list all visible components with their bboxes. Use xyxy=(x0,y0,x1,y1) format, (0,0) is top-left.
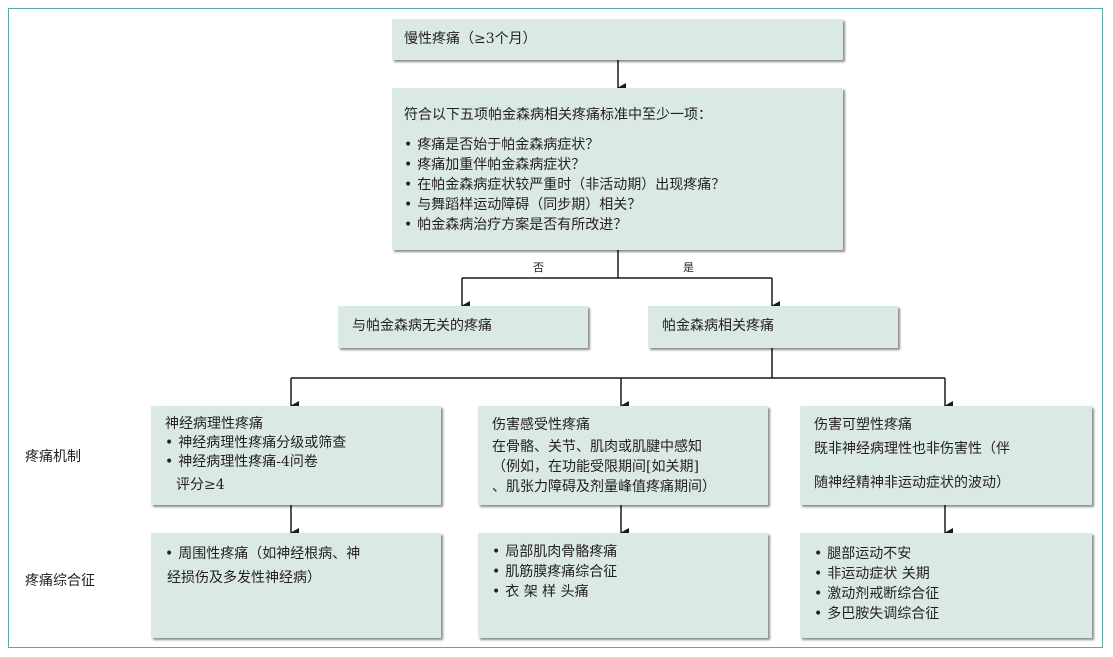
nociceptive-line: 、肌张力障碍及剂量峰值疼痛期间） xyxy=(492,479,716,495)
syndrome-line: 肌筋膜疼痛综合征 xyxy=(492,562,754,582)
nociplastic-line: 随神经精神非运动症状的波动） xyxy=(814,475,1010,491)
nociceptive-title: 伤害感受性疼痛 xyxy=(492,417,590,433)
neuropathic-line: 神经病理性疼痛-4问卷 xyxy=(165,453,427,472)
line-related-split xyxy=(291,348,945,379)
nociceptive-pain-box: 伤害感受性疼痛 在骨骼、关节、肌肉或肌腱中感知 （例如，在功能受限期间[如关期]… xyxy=(478,406,768,505)
criteria-item: 与舞蹈样运动障碍（同步期）相关？ xyxy=(404,195,831,215)
syndrome-line: 腿部运动不安 xyxy=(814,544,1078,564)
musculoskeletal-pain-box: 局部肌肉骨骼疼痛 肌筋膜疼痛综合征 衣 架 样 头痛 xyxy=(478,533,768,638)
syndrome-line: 经损伤及多发性神经病） xyxy=(167,570,321,586)
criteria-item: 疼痛是否始于帕金森病症状？ xyxy=(404,135,831,155)
neuropathic-line: 神经病理性疼痛分级或筛查 xyxy=(165,434,427,453)
pd-related-pain-title: 帕金森病相关疼痛 xyxy=(662,318,774,334)
chronic-pain-box: 慢性疼痛（≥3个月） xyxy=(392,19,843,60)
nociplastic-line: 既非神经病理性也非伤害性（伴 xyxy=(814,441,1010,457)
unrelated-pain-box: 与帕金森病无关的疼痛 xyxy=(338,306,588,348)
syndrome-line: 激动剂戒断综合征 xyxy=(814,584,1078,604)
neuropathic-pain-box: 神经病理性疼痛 神经病理性疼痛分级或筛查 神经病理性疼痛-4问卷 评分≥4 xyxy=(151,406,441,505)
criteria-item: 疼痛加重伴帕金森病症状？ xyxy=(404,155,831,175)
nonmotor-syndrome-box: 腿部运动不安 非运动症状 关期 激动剂戒断综合征 多巴胺失调综合征 xyxy=(800,533,1092,638)
criteria-box: 符合以下五项帕金森病相关疼痛标准中至少一项： 疼痛是否始于帕金森病症状？ 疼痛加… xyxy=(392,88,843,250)
nociceptive-line: 在骨骼、关节、肌肉或肌腱中感知 xyxy=(492,439,702,455)
pd-related-pain-box: 帕金森病相关疼痛 xyxy=(648,306,898,348)
chronic-pain-title: 慢性疼痛（≥3个月） xyxy=(404,31,537,47)
line-criteria-split xyxy=(462,250,772,279)
syndrome-line: 衣 架 样 头痛 xyxy=(492,582,754,602)
syndrome-line: 非运动症状 关期 xyxy=(814,564,1078,584)
nociceptive-line: （例如，在功能受限期间[如关期] xyxy=(492,459,699,475)
criteria-title: 符合以下五项帕金森病相关疼痛标准中至少一项： xyxy=(404,107,712,123)
edge-label-yes: 是 xyxy=(683,261,694,274)
peripheral-pain-box: 周围性疼痛（如神经根病、神 经损伤及多发性神经病） xyxy=(151,533,441,638)
syndrome-line: 局部肌肉骨骼疼痛 xyxy=(492,542,754,562)
nociplastic-title: 伤害可塑性疼痛 xyxy=(814,417,912,433)
syndrome-line: 多巴胺失调综合征 xyxy=(814,604,1078,624)
nociplastic-pain-box: 伤害可塑性疼痛 既非神经病理性也非伤害性（伴 随神经精神非运动症状的波动） xyxy=(800,406,1092,505)
row-label-syndrome: 疼痛综合征 xyxy=(25,573,95,589)
diagram-frame xyxy=(8,8,1103,648)
criteria-item: 在帕金森病症状较严重时（非活动期）出现疼痛？ xyxy=(404,175,831,195)
unrelated-pain-title: 与帕金森病无关的疼痛 xyxy=(352,318,492,334)
syndrome-line: 周围性疼痛（如神经根病、神 xyxy=(165,542,427,566)
row-label-mechanism: 疼痛机制 xyxy=(25,449,81,465)
criteria-item: 帕金森病治疗方案是否有所改进？ xyxy=(404,215,831,235)
neuropathic-title: 神经病理性疼痛 xyxy=(165,416,263,432)
edge-label-no: 否 xyxy=(533,261,544,274)
neuropathic-line: 评分≥4 xyxy=(176,477,225,493)
